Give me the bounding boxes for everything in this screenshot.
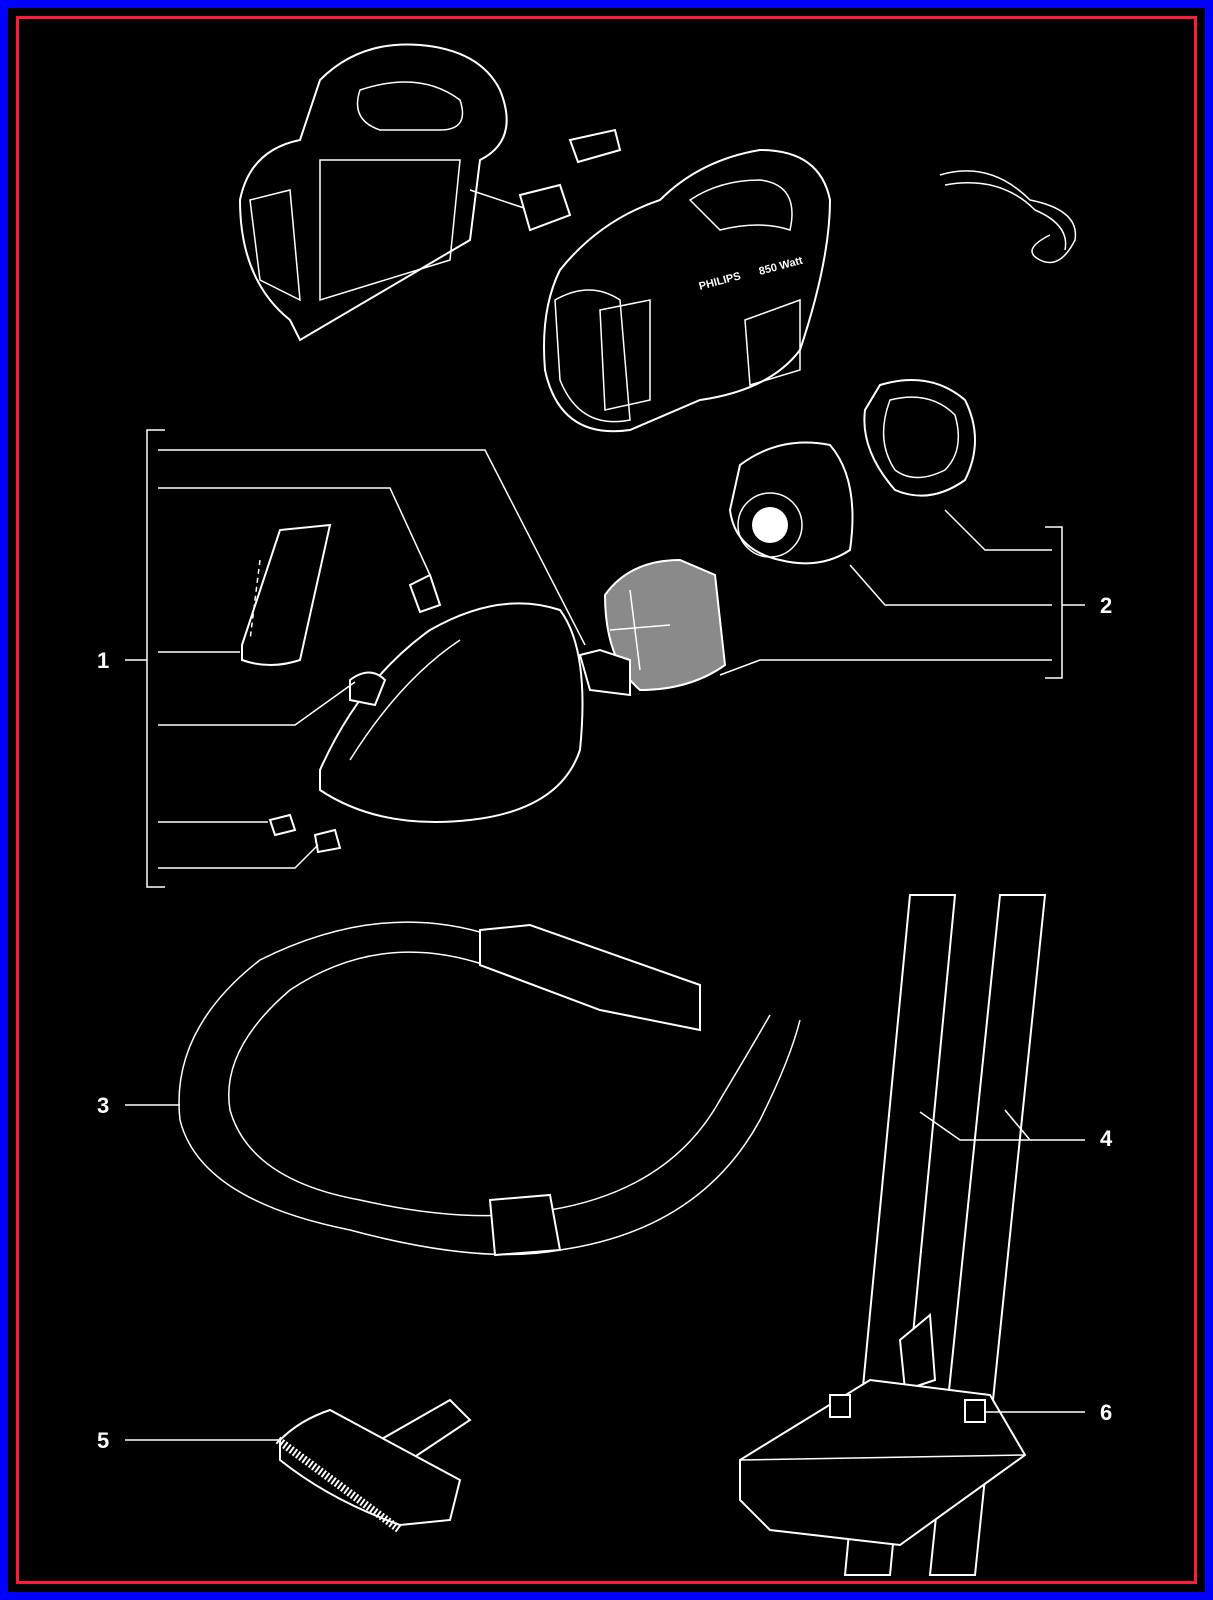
callout-5: 5 (97, 1428, 109, 1453)
housing-rear-part (238, 43, 622, 342)
handheld-body-part: PHILIPS 850 Watt (543, 148, 832, 433)
floor-nozzle-part (739, 1312, 1027, 1547)
callout-1-leaders (125, 429, 586, 888)
callout-1: 1 (97, 648, 109, 673)
callout-3: 3 (97, 1093, 109, 1118)
filter-assembly-part (603, 379, 976, 692)
callout-2-leaders (719, 509, 1085, 679)
callout-6: 6 (1100, 1400, 1112, 1425)
power-cord-part (939, 170, 1077, 264)
callout-leaders-3-6 (125, 1104, 1085, 1441)
callout-4: 4 (1100, 1126, 1113, 1151)
callout-2: 2 (1100, 593, 1112, 618)
brush-nozzle-part (275, 1398, 472, 1534)
dust-container-part (241, 523, 631, 854)
hose-part (178, 921, 801, 1257)
